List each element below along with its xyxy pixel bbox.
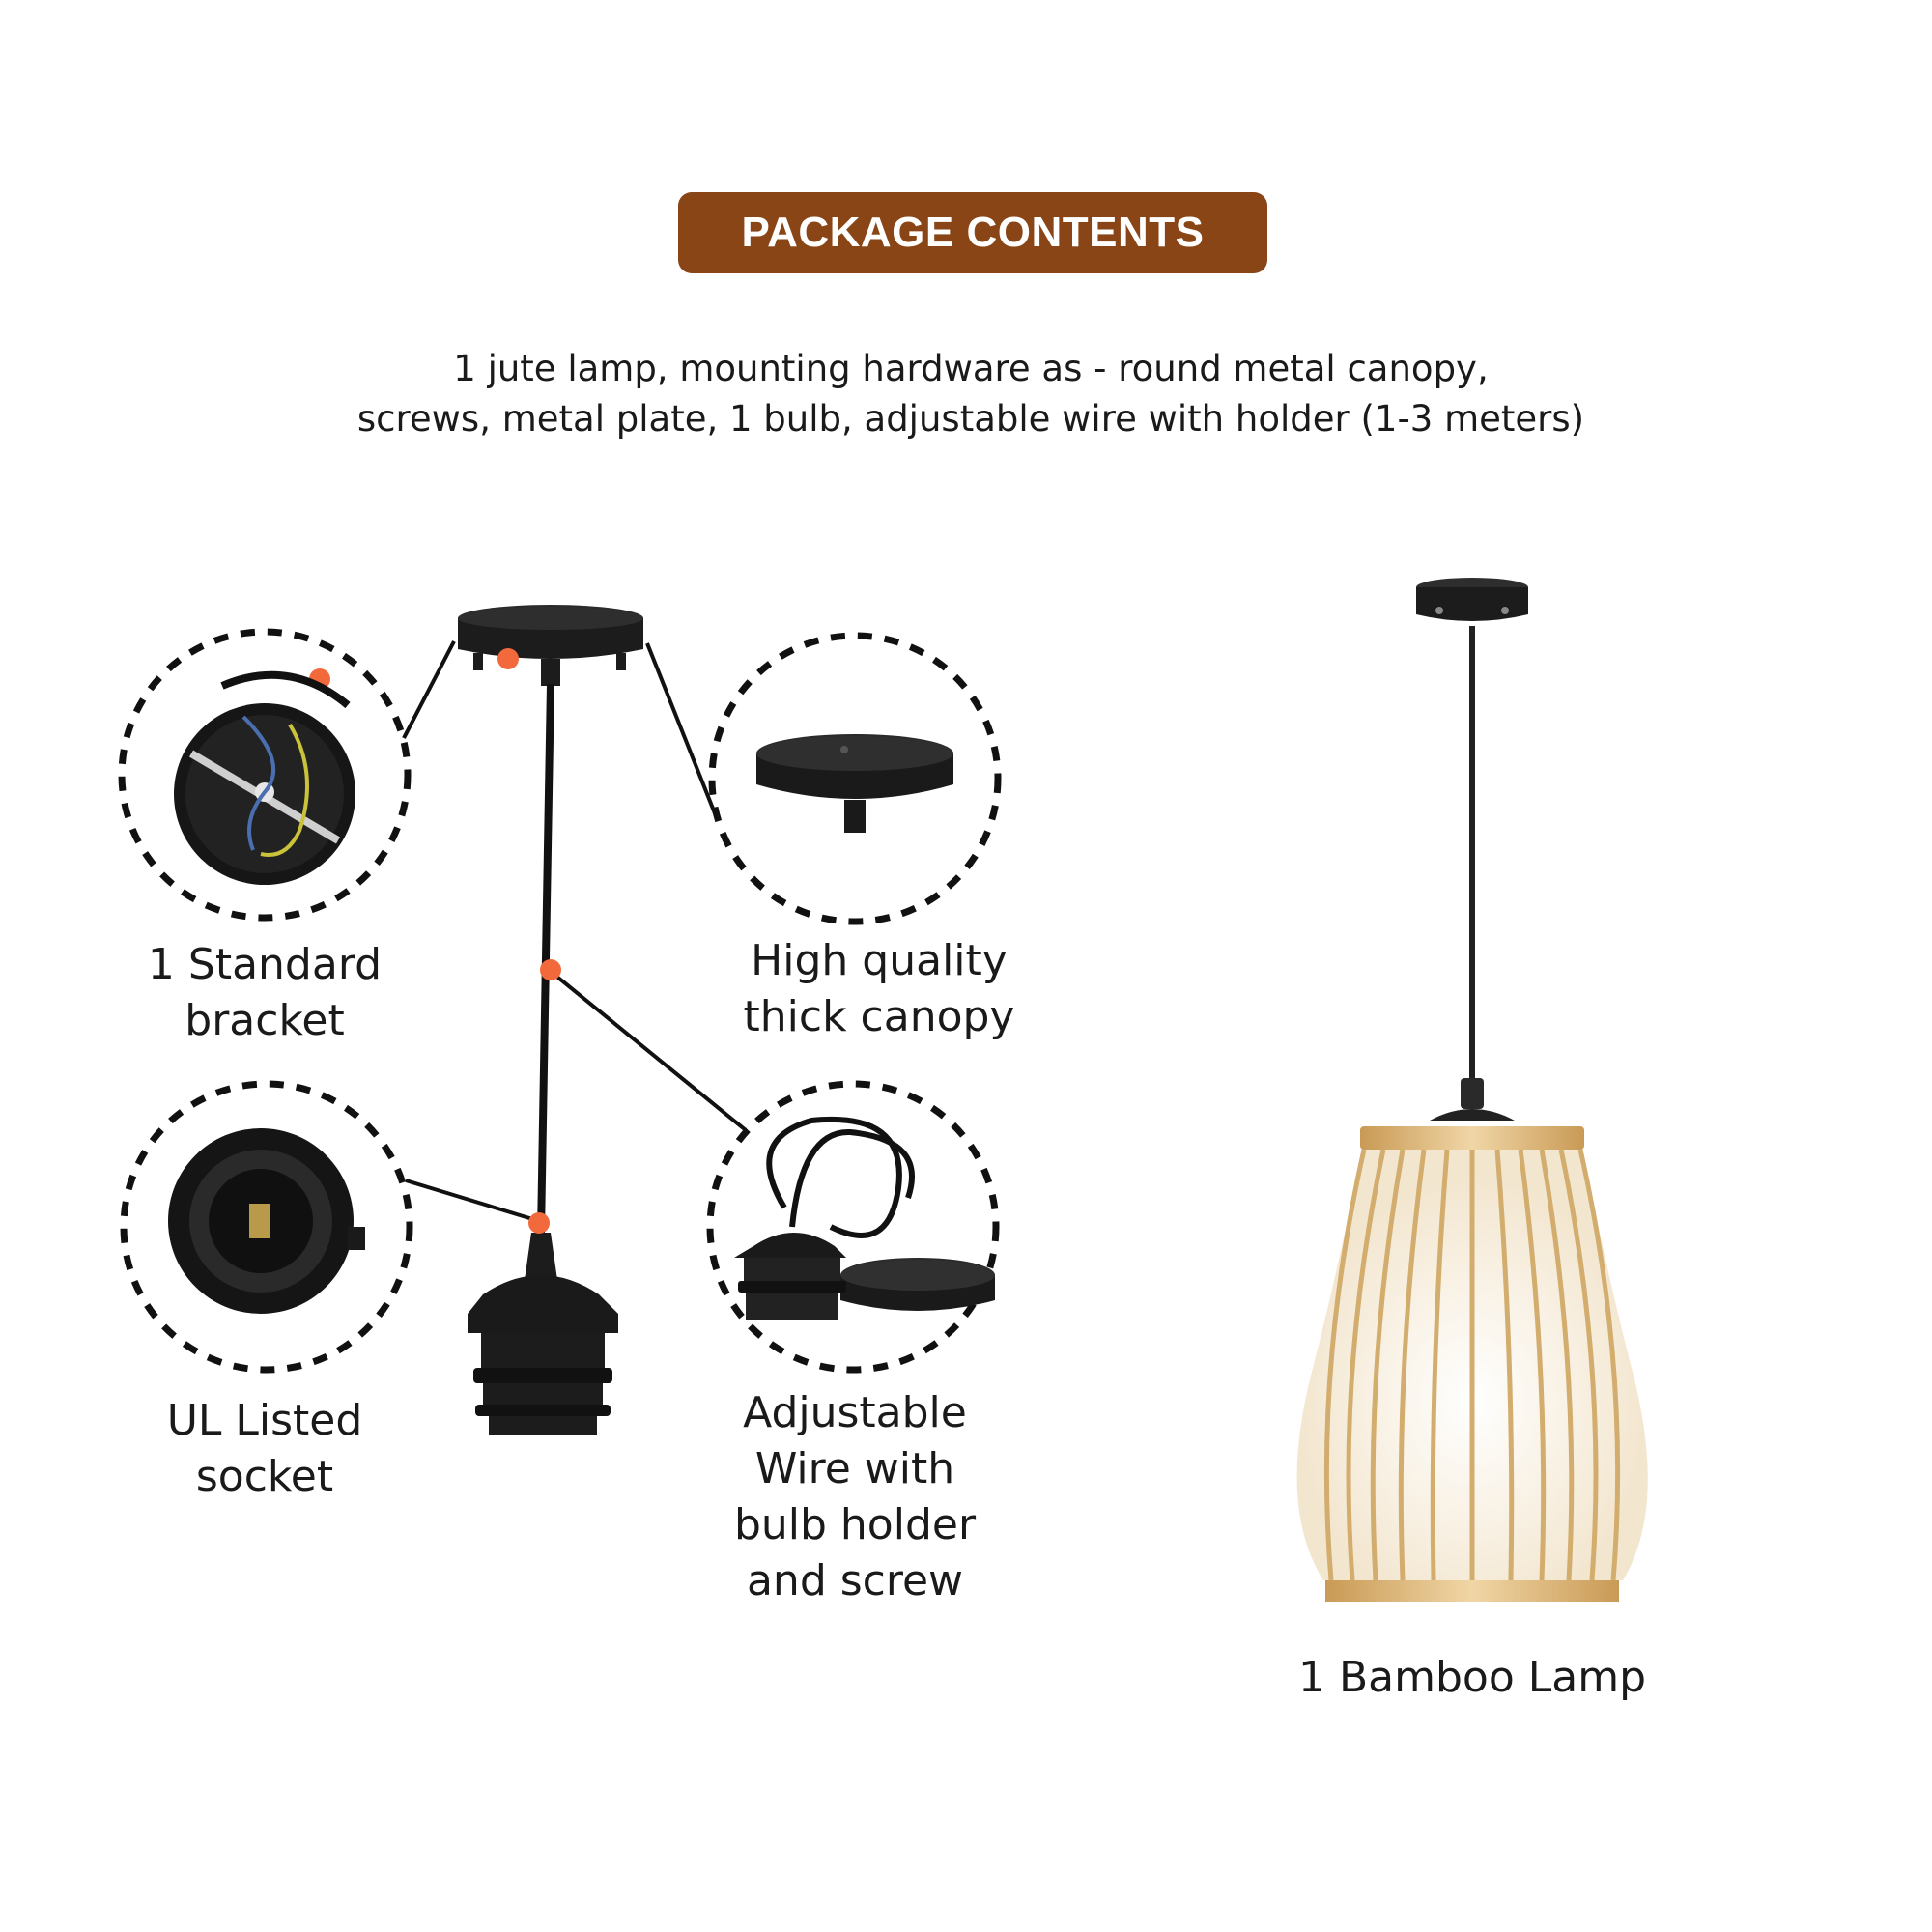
marker-wire bbox=[540, 959, 561, 980]
marker-canopy bbox=[497, 648, 519, 669]
canopy-label: High quality thick canopy bbox=[715, 933, 1043, 1045]
wire-label-line-3: bulb holder bbox=[733, 1500, 977, 1549]
bracket-label: 1 Standard bracket bbox=[120, 937, 410, 1049]
package-contents-title: PACKAGE CONTENTS bbox=[741, 209, 1205, 256]
socket-illustration bbox=[168, 1128, 365, 1314]
connector-canopy-to-bracket bbox=[402, 640, 456, 739]
canopy-dashed-circle bbox=[708, 632, 1002, 925]
description-line-1: 1 jute lamp, mounting hardware as - roun… bbox=[453, 348, 1489, 389]
bracket-illustration bbox=[174, 670, 355, 885]
bracket-dashed-circle bbox=[118, 628, 412, 922]
center-canopy bbox=[458, 605, 643, 686]
center-wire bbox=[537, 683, 554, 1234]
wire-dashed-circle bbox=[706, 1080, 1000, 1374]
socket-label-line-1: UL Listed bbox=[166, 1396, 363, 1445]
connector-canopy-to-thick-canopy bbox=[645, 642, 717, 814]
package-description: 1 jute lamp, mounting hardware as - roun… bbox=[193, 344, 1748, 444]
wire-label: Adjustable Wire with bulb holder and scr… bbox=[696, 1385, 1014, 1609]
wire-illustration bbox=[734, 1116, 995, 1320]
wire-label-line-4: and screw bbox=[746, 1556, 964, 1605]
thick-canopy-illustration bbox=[756, 734, 953, 833]
connector-holder-to-socket bbox=[405, 1179, 540, 1223]
connector-lines bbox=[402, 640, 748, 1223]
marker-holder bbox=[528, 1212, 550, 1234]
canopy-label-line-2: thick canopy bbox=[743, 992, 1015, 1041]
connector-wire-to-adjustable bbox=[547, 968, 748, 1132]
socket-label: UL Listed socket bbox=[120, 1393, 410, 1505]
center-bulb-holder bbox=[468, 1233, 618, 1435]
package-contents-badge: PACKAGE CONTENTS bbox=[678, 192, 1267, 273]
canopy-label-line-1: High quality bbox=[751, 936, 1008, 985]
description-line-2: screws, metal plate, 1 bulb, adjustable … bbox=[356, 398, 1585, 440]
bracket-label-line-2: bracket bbox=[185, 996, 345, 1045]
bamboo-lamp-label: 1 Bamboo Lamp bbox=[1297, 1653, 1646, 1702]
socket-label-line-2: socket bbox=[195, 1452, 334, 1501]
bamboo-lamp-illustration bbox=[1296, 578, 1648, 1602]
wire-label-line-2: Wire with bbox=[754, 1444, 955, 1493]
socket-dashed-circle bbox=[120, 1080, 413, 1374]
bracket-label-line-1: 1 Standard bbox=[147, 940, 383, 989]
wire-label-line-1: Adjustable bbox=[743, 1388, 967, 1437]
